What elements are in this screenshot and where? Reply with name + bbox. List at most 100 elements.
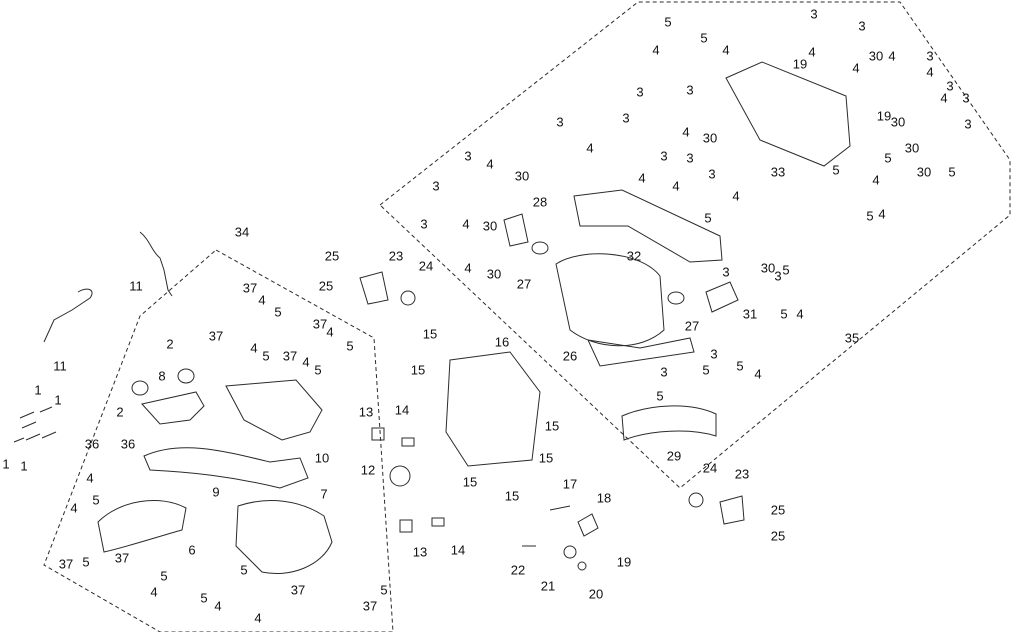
cover-7 [235,500,333,574]
bracket-23 [359,271,389,305]
callout-label: 15 [422,326,438,342]
callout-label: 4 [852,60,860,76]
callout-label: 4 [872,172,880,188]
callout-label: 5 [314,362,322,378]
callout-label: 33 [770,164,786,180]
callout-label: 4 [586,140,594,156]
callout-label: 37 [242,280,258,296]
callout-label: 4 [214,598,222,614]
callout-label: 37 [282,348,298,364]
callout-label: 15 [504,488,520,504]
callout-label: 23 [388,248,404,264]
callout-label: 15 [462,474,478,490]
callout-label: 27 [684,318,700,334]
callout-label: 3 [420,216,428,232]
callout-label: 1 [2,456,10,472]
callout-label: 5 [200,590,208,606]
callout-label: 18 [596,490,612,506]
bolt-1 [13,406,57,443]
grommet-24-b [688,492,704,508]
callout-label: 30 [890,114,906,130]
heat-shield-10 [225,379,323,441]
callout-label: 23 [734,466,750,482]
callout-label: 10 [314,450,330,466]
callout-label: 4 [732,188,740,204]
clamp-2-a [131,380,149,396]
shield-29 [621,405,717,441]
callout-label: 3 [660,364,668,380]
callout-label: 4 [796,306,804,322]
pipe-28 [503,213,529,247]
callout-label: 30 [868,48,884,64]
group-33-boundary [43,249,394,632]
callout-label: 3 [622,110,630,126]
callout-label: 5 [948,164,956,180]
callout-label: 5 [656,388,664,404]
callout-label: 30 [904,140,920,156]
callout-label: 5 [664,14,672,30]
callout-label: 4 [682,124,690,140]
callout-label: 1 [34,382,42,398]
callout-label: 26 [562,348,578,364]
callout-label: 4 [150,584,158,600]
callout-label: 5 [884,150,892,166]
callout-label: 19 [792,56,808,72]
callout-label: 14 [450,542,466,558]
callout-label: 4 [486,156,494,172]
callout-label: 4 [652,42,660,58]
spring-13-b [399,519,413,533]
callout-label: 4 [250,340,258,356]
callout-label: 5 [82,554,90,570]
callout-label: 4 [672,178,680,194]
callout-label: 31 [742,306,758,322]
callout-label: 34 [234,224,250,240]
callout-label: 4 [326,324,334,340]
callout-label: 37 [312,316,328,332]
callout-label: 15 [544,418,560,434]
callout-label: 30 [514,168,530,184]
callout-label: 19 [616,554,632,570]
callout-label: 4 [302,354,310,370]
callout-label: 2 [166,336,174,352]
callout-label: 5 [866,208,874,224]
callout-label: 37 [114,550,130,566]
callout-label: 27 [516,276,532,292]
callout-label: 5 [782,262,790,278]
callout-label: 30 [486,266,502,282]
callout-label: 7 [320,486,328,502]
callout-label: 5 [832,162,840,178]
callout-label: 6 [188,542,196,558]
callout-label: 4 [70,500,78,516]
callout-label: 12 [360,462,376,478]
callout-label: 16 [494,334,510,350]
callout-label: 3 [964,116,972,132]
callout-label: 3 [810,6,818,22]
callout-label: 11 [53,358,67,374]
bracket-23-b [719,495,745,525]
clamp-2-b [177,368,195,384]
callout-label: 37 [58,556,74,572]
callout-label: 5 [160,568,168,584]
callout-label: 13 [412,544,428,560]
callout-label: 25 [770,528,786,544]
grommet-24 [400,290,416,306]
callout-label: 25 [318,278,334,294]
header-pipe-9 [143,447,309,489]
callout-label: 22 [510,562,526,578]
callout-label: 4 [258,292,266,308]
callout-label: 30 [482,218,498,234]
bolt-17 [549,505,571,511]
callout-label: 3 [556,114,564,130]
callout-label: 8 [158,368,166,384]
callout-label: 5 [780,306,788,322]
callout-label: 1 [20,458,28,474]
callout-label: 15 [410,362,426,378]
callout-label: 15 [538,450,554,466]
callout-label: 11 [129,278,143,294]
callout-label: 3 [660,148,668,164]
callout-label: 24 [418,258,434,274]
heat-shield-8 [141,391,205,425]
callout-label: 36 [84,436,100,452]
callout-label: 4 [888,48,896,64]
